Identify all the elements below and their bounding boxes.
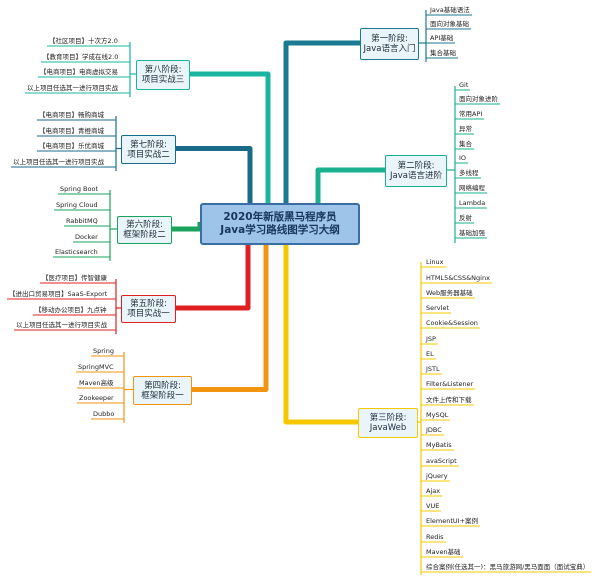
stage-2-item[interactable]: 基础加强 [459,229,485,237]
stage-1-label: 第一阶段: [371,34,408,44]
stage-2-item[interactable]: Git [459,81,469,89]
stage-4-item[interactable]: Spring [93,347,114,355]
stage-7-label: 第七阶段: [130,139,167,150]
stage-3-item[interactable]: JDBC [426,426,442,434]
s3-trunk-connector [283,245,358,425]
s8-trunk-connector [188,71,271,203]
stage-5-item[interactable]: 【医疗项目】传智健康 [42,274,107,282]
stage-7-title: 项目实战二 [127,149,170,160]
stage-4-node[interactable]: 第四阶段:框架阶段一 [133,376,192,405]
stage-5-node[interactable]: 第五阶段:项目实战一 [121,295,176,323]
stage-7-item[interactable]: 以上项目任选其一进行项目实战 [13,158,104,166]
stage-2-item[interactable]: 异常 [459,125,472,133]
stage-3-item[interactable]: jQuery [426,472,448,480]
stage-1-node[interactable]: 第一阶段:Java语言入门 [360,28,419,60]
stage-4-label: 第四阶段: [144,380,181,391]
stage-6-label: 第六阶段: [126,220,163,230]
stage-6-item[interactable]: Docker [75,233,98,241]
stage-4-item[interactable]: Dubbo [93,410,115,418]
stage-3-node[interactable]: 第三阶段:JavaWeb [358,408,418,438]
stage-3-item[interactable]: 文件上传和下载 [426,396,472,404]
stage-2-label: 第二阶段: [397,161,435,171]
stage-3-item[interactable]: MyBatis [426,441,452,449]
stage-3-item[interactable]: Cookie&Session [426,319,478,327]
stage-7-node[interactable]: 第七阶段:项目实战二 [121,135,176,164]
stage-2-item[interactable]: IO [459,154,467,162]
stage-3-item[interactable]: Servlet [426,304,449,312]
stage-8-item[interactable]: 【电商项目】电商虚拟交易 [40,68,118,76]
stage-8-node[interactable]: 第八阶段:项目实战三 [136,60,190,90]
stage-2-item[interactable]: 反射 [459,214,472,222]
stage-3-item[interactable]: JSTL [426,365,440,373]
stage-3-item[interactable]: ElementUI+案例 [426,517,479,525]
stage-5-item[interactable]: 以上项目任选其一进行项目实战 [16,321,107,329]
stage-6-item[interactable]: Spring Cloud [56,201,98,209]
s6-trunk-connector [170,222,203,232]
stage-3-item[interactable]: Linux [426,258,444,266]
stage-5-label: 第五阶段: [130,299,167,309]
stage-4-item[interactable]: Maven高级 [79,379,114,387]
stage-6-item[interactable]: RabbitMQ [66,217,98,225]
s2-trunk-connector [315,167,385,203]
stage-5-title: 项目实战一 [127,309,170,319]
stage-2-item[interactable]: 集合 [459,140,472,148]
stage-6-item[interactable]: Elasticsearch [55,248,98,256]
stage-7-item[interactable]: 【电商项目】青橙商城 [39,127,104,135]
stage-8-item[interactable]: 【教育项目】学成在线2.0 [43,53,119,61]
stage-3-item[interactable]: avaScript [426,457,457,465]
stage-2-title: Java语言进阶 [390,171,442,181]
stage-3-item[interactable]: Web服务器基础 [426,289,473,297]
central-title-line1: 2020年新版黑马程序员 [223,211,337,223]
stage-8-label: 第八阶段: [144,65,182,75]
stage-2-item[interactable]: 面向对象进阶 [459,95,498,103]
stage-4-title: 框架阶段一 [141,390,184,401]
stage-4-item[interactable]: Zookeeper [79,394,114,402]
stage-2-item[interactable]: 网络编程 [459,184,485,192]
stage-3-label: 第三阶段: [369,413,407,423]
central-title-line2: Java学习路线图学习大纲 [220,224,340,236]
stage-3-item[interactable]: HTML5&CSS&Nginx [426,274,490,282]
central-topic[interactable]: 2020年新版黑马程序员 Java学习路线图学习大纲 [200,203,360,245]
stage-8-item[interactable]: 以上项目任选其一进行项目实战 [27,84,118,92]
stage-6-item[interactable]: Spring Boot [60,185,99,193]
s1-trunk-connector [283,40,360,203]
stage-7-item[interactable]: 【电商项目】乐优商城 [39,142,104,150]
stage-3-item[interactable]: Filter&Listener [426,380,474,388]
stage-3-item[interactable]: EL [426,350,434,358]
stage-4-item[interactable]: SpringMVC [78,363,114,371]
stage-3-item[interactable]: Maven基础 [426,548,461,556]
stage-1-item[interactable]: API基础 [430,34,454,42]
stage-3-item[interactable]: Ajax [426,487,441,495]
stage-2-item[interactable]: 常用API [459,110,483,118]
stage-2-item[interactable]: 多线程 [459,169,479,177]
stage-1-item[interactable]: 面向对象基础 [430,20,469,28]
s7-trunk-connector [174,146,253,203]
stage-1-title: Java语言入门 [363,44,416,54]
stage-1-item[interactable]: 集合基础 [430,49,456,57]
stage-3-item[interactable]: VUE [426,502,440,510]
s5-trunk-connector [174,245,251,311]
stage-6-title: 框架阶段二 [123,230,166,240]
stage-2-node[interactable]: 第二阶段:Java语言进阶 [385,155,447,187]
stage-8-item[interactable]: 【社区项目】十次方2.0 [49,37,118,45]
stage-1-item[interactable]: Java基础语法 [430,6,470,14]
s4-trunk-connector [190,245,269,392]
stage-3-item[interactable]: MySQL [426,411,449,419]
stage-3-item[interactable]: JSP [426,335,436,343]
stage-7-item[interactable]: 【电商项目】畅购商城 [39,111,104,119]
stage-5-item[interactable]: 【进出口贸易项目】SaaS-Export [9,290,108,298]
stage-2-item[interactable]: Lambda [459,199,486,207]
stage-3-title: JavaWeb [369,423,407,433]
stage-6-node[interactable]: 第六阶段:框架阶段二 [117,216,172,244]
stage-8-title: 项目实战三 [141,75,185,85]
stage-3-item[interactable]: 综合案例(任选其一)：黑马旅游网/黑马面面（面试宝典） [426,563,590,571]
stage-3-item[interactable]: Redis [426,533,444,541]
stage-5-item[interactable]: 【移动办公项目】九点钟 [35,306,107,314]
